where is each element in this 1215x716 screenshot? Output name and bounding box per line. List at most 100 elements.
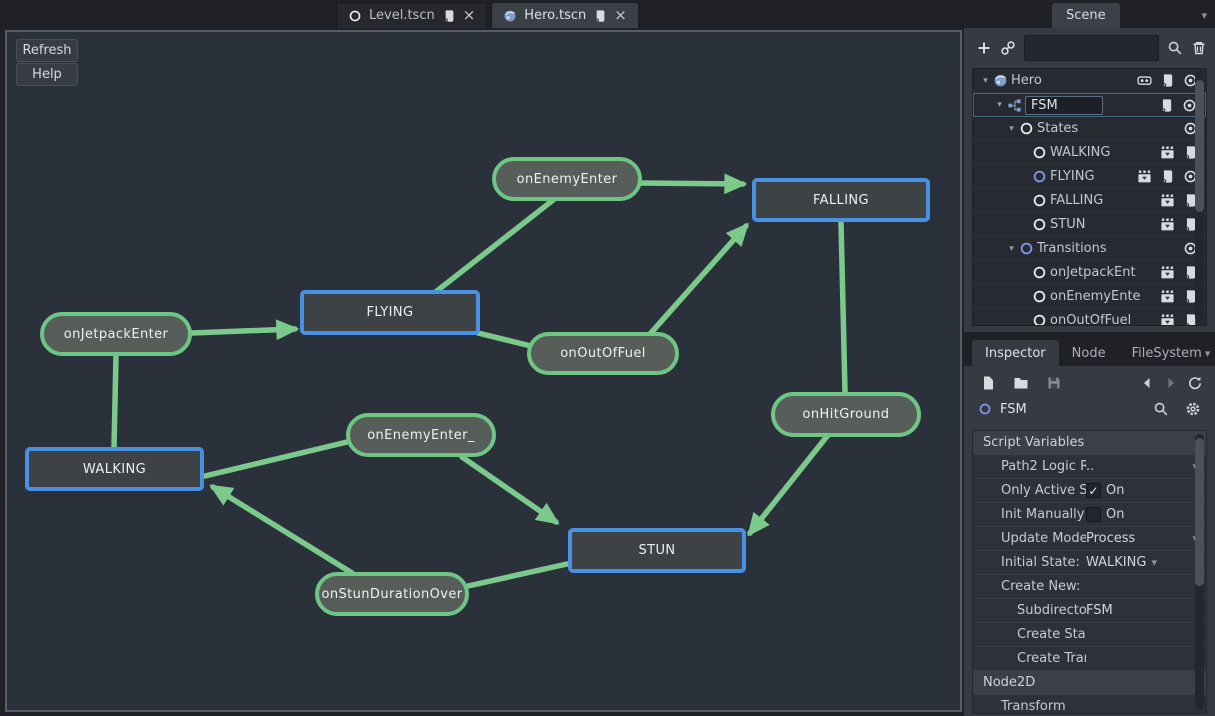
tree-guide	[979, 141, 992, 164]
fsm-node-onStunDurationOver[interactable]: onStunDurationOver	[315, 572, 469, 616]
property-value[interactable]: WALKING▾	[1086, 555, 1157, 570]
scene-tree-row-FLYING[interactable]: FLYING	[973, 165, 1206, 189]
scene-filter-input[interactable]	[1024, 35, 1159, 61]
script-icon[interactable]	[1160, 169, 1175, 184]
history-forward-icon[interactable]	[1163, 375, 1179, 391]
node-rename-input[interactable]: FSM	[1025, 95, 1103, 115]
scene-tree-row-WALKING[interactable]: WALKING	[973, 141, 1206, 165]
property-row-Create-State-Wi[interactable]: Create State Wi	[973, 623, 1206, 647]
property-row-Create-New-[interactable]: Create New:	[973, 575, 1206, 599]
scene-tree-row-Hero[interactable]: ▾Hero	[973, 69, 1206, 93]
checkbox-icon[interactable]	[1086, 507, 1101, 522]
file-tab-label: Hero.tscn	[524, 8, 587, 23]
expander-icon[interactable]: ▾	[1009, 123, 1014, 134]
scene-tree-scrollbar[interactable]	[1195, 72, 1204, 322]
add-node-icon[interactable]	[976, 40, 992, 56]
script-icon[interactable]	[442, 9, 456, 23]
inspector-scrollbar[interactable]	[1195, 434, 1204, 710]
scene-tree-row-Transitions[interactable]: ▾Transitions	[973, 237, 1206, 261]
property-row-Initial-State-[interactable]: Initial State:WALKING▾	[973, 551, 1206, 575]
script-icon[interactable]	[1183, 313, 1198, 325]
close-tab-icon[interactable]: ×	[614, 6, 627, 24]
inspector-options-icon[interactable]	[1185, 401, 1201, 417]
scene-dock-menu-icon[interactable]: ▾	[1201, 9, 1207, 22]
clapper-icon[interactable]	[1160, 265, 1175, 280]
instance-scene-icon[interactable]	[1000, 40, 1016, 56]
checkbox-checked-icon[interactable]: ✓	[1086, 483, 1101, 498]
clapper-icon[interactable]	[1160, 145, 1175, 160]
tree-guide	[992, 261, 1005, 284]
scene-tree-row-onJetpackEnt[interactable]: onJetpackEnt	[973, 261, 1206, 285]
fsm-node-STUN[interactable]: STUN	[568, 528, 746, 573]
clapper-icon[interactable]	[1137, 169, 1152, 184]
filter-properties-icon[interactable]	[1153, 401, 1169, 417]
camera-icon[interactable]	[1137, 73, 1152, 88]
script-icon[interactable]	[1183, 265, 1198, 280]
search-icon[interactable]	[1167, 40, 1183, 56]
file-tab-Level.tscn[interactable]: Level.tscn×	[336, 2, 488, 28]
edit-history-icon[interactable]	[1187, 375, 1203, 391]
script-icon[interactable]	[1160, 73, 1175, 88]
history-back-icon[interactable]	[1139, 375, 1155, 391]
clapper-icon[interactable]	[1160, 217, 1175, 232]
clapper-icon[interactable]	[1160, 289, 1175, 304]
tree-guide	[1005, 165, 1018, 188]
fsm-node-onEnemyEnter[interactable]: onEnemyEnter	[492, 157, 642, 201]
script-icon[interactable]	[1159, 98, 1174, 113]
chevron-down-icon[interactable]: ▾	[1151, 556, 1157, 569]
clapper-icon[interactable]	[1160, 313, 1175, 325]
property-value[interactable]: Process▾	[1086, 531, 1198, 546]
eye-icon[interactable]	[1182, 98, 1197, 113]
close-tab-icon[interactable]: ×	[462, 6, 476, 24]
save-resource-icon[interactable]	[1046, 375, 1062, 391]
tree-guide	[979, 189, 992, 212]
fsm-node-FALLING[interactable]: FALLING	[752, 178, 930, 222]
fsm-node-onOutOfFuel[interactable]: onOutOfFuel	[527, 332, 679, 375]
expander-icon[interactable]: ▾	[997, 100, 1002, 110]
fsm-graph-canvas[interactable]: FALLING FLYING WALKING STUN onEnemyEnter onJe…	[5, 30, 962, 712]
fsm-node-onHitGround[interactable]: onHitGround	[771, 392, 921, 437]
scene-tree-row-States[interactable]: ▾States	[973, 117, 1206, 141]
fsm-node-FLYING[interactable]: FLYING	[300, 290, 480, 335]
script-icon[interactable]	[1183, 193, 1198, 208]
load-resource-icon[interactable]	[1013, 375, 1029, 391]
scene-tree-row-STUN[interactable]: STUN	[973, 213, 1206, 237]
tab-inspector[interactable]: Inspector	[972, 340, 1059, 366]
scene-tree-row-FSM[interactable]: ▾ FSM	[973, 93, 1206, 117]
help-button[interactable]: Help	[16, 63, 78, 86]
expander-icon[interactable]: ▾	[983, 75, 988, 86]
refresh-button[interactable]: Refresh	[16, 39, 78, 62]
script-icon[interactable]	[593, 9, 607, 23]
tree-guide	[992, 309, 1005, 325]
file-tab-Hero.tscn[interactable]: Hero.tscn ×	[491, 2, 639, 28]
tab-node[interactable]: Node	[1071, 345, 1106, 361]
property-value[interactable]: FSM	[1086, 603, 1113, 618]
tab-filesystem[interactable]: FileSystem▾	[1131, 345, 1211, 361]
script-icon[interactable]	[1183, 145, 1198, 160]
tab-scene[interactable]: Scene	[1052, 3, 1120, 28]
property-value[interactable]: ..▾	[1086, 459, 1198, 474]
property-row-Create-Transitio[interactable]: Create Transitio	[973, 647, 1206, 671]
scene-tree-row-onOutOfFuel[interactable]: onOutOfFuel	[973, 309, 1206, 325]
script-icon[interactable]	[1183, 289, 1198, 304]
scene-tree-row-FALLING[interactable]: FALLING	[973, 189, 1206, 213]
new-resource-icon[interactable]	[980, 375, 996, 391]
property-row-Only-Active-State[interactable]: Only Active State✓On	[973, 479, 1206, 503]
scene-tree-row-onEnemyEnte[interactable]: onEnemyEnte	[973, 285, 1206, 309]
clapper-icon[interactable]	[1160, 193, 1175, 208]
fsm-node-WALKING[interactable]: WALKING	[25, 447, 204, 491]
property-value[interactable]: ✓On	[1086, 483, 1198, 498]
fsm-node-onJetpackEnter[interactable]: onJetpackEnter	[40, 312, 192, 356]
property-value[interactable]: On	[1086, 507, 1198, 522]
section-header-Script Variables[interactable]: Script Variables	[973, 431, 1206, 455]
script-icon[interactable]	[1183, 217, 1198, 232]
property-row-Path2-Logic-Root[interactable]: Path2 Logic Root..▾	[973, 455, 1206, 479]
delete-node-icon[interactable]	[1191, 40, 1207, 56]
property-row-Transform[interactable]: Transform	[973, 695, 1206, 713]
expander-icon[interactable]: ▾	[1009, 243, 1014, 254]
section-header-Node2D[interactable]: Node2D	[973, 671, 1206, 695]
property-row-Subdirectory-Fo[interactable]: Subdirectory FoFSM	[973, 599, 1206, 623]
fsm-node-onEnemyEnter_[interactable]: onEnemyEnter_	[346, 413, 496, 457]
